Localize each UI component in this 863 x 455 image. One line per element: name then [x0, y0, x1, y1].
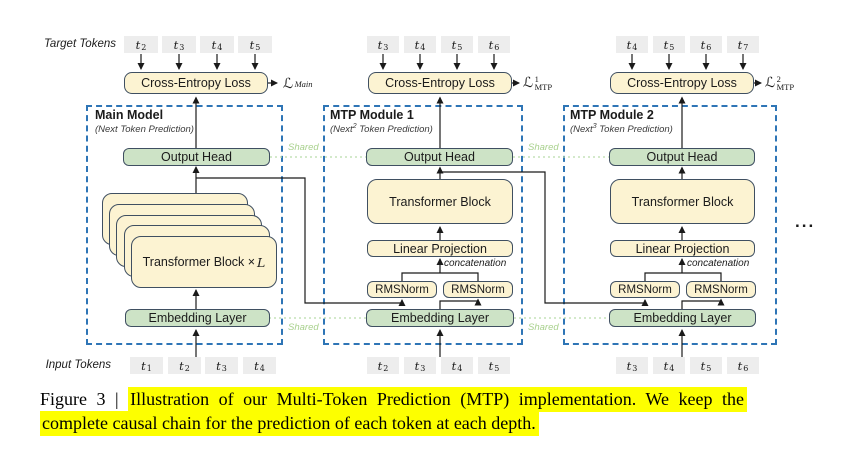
linear-projection-mtp1: Linear Projection — [367, 240, 513, 257]
main-model-title: Main Model — [95, 108, 164, 122]
cross-entropy-box-mtp2: Cross-Entropy Loss — [610, 72, 754, 94]
caption-prefix: Figure 3 | — [40, 389, 129, 409]
target-tokens-label: Target Tokens — [43, 38, 116, 50]
embedding-layer-mtp2: Embedding Layer — [609, 309, 756, 327]
mtp-module-2-border — [563, 105, 777, 345]
shared-label: Shared — [528, 322, 559, 333]
mtp-module-1-border — [323, 105, 523, 345]
concatenation-label-mtp2: concatenation — [687, 258, 750, 269]
output-head-main: Output Head — [123, 148, 270, 166]
main-model-border — [86, 105, 283, 345]
caption-highlight: complete causal chain for the prediction… — [40, 411, 539, 436]
concatenation-label-mtp1: concatenation — [444, 258, 507, 269]
caption-highlight: Illustration of our Multi-Token Predicti… — [128, 387, 747, 412]
cross-entropy-box-main: Cross-Entropy Loss — [124, 72, 268, 94]
mtp-module-2-subtitle: (Next3 Token Prediction) — [570, 123, 673, 136]
transformer-block-xl: Transformer Block ×L — [131, 236, 277, 288]
input-tokens-label: Input Tokens — [45, 359, 111, 371]
embedding-layer-mtp1: Embedding Layer — [366, 309, 514, 327]
shared-label: Shared — [288, 142, 319, 153]
rmsnorm-right-mtp1: RMSNorm — [443, 281, 513, 298]
black-arrows — [137, 54, 762, 357]
embedding-layer-main: Embedding Layer — [125, 309, 270, 327]
more-modules-ellipsis: ... — [795, 212, 816, 231]
shared-label: Shared — [528, 142, 559, 153]
figure-caption-line1: Figure 3 | Illustration of our Multi-Tok… — [40, 387, 747, 412]
output-head-mtp2: Output Head — [609, 148, 755, 166]
main-model-subtitle: (Next Token Prediction) — [95, 124, 194, 136]
transformer-block-mtp2: Transformer Block — [610, 179, 755, 224]
cross-entropy-box-mtp1: Cross-Entropy Loss — [368, 72, 512, 94]
rmsnorm-left-mtp2: RMSNorm — [610, 281, 680, 298]
transformer-block-mtp1: Transformer Block — [367, 179, 513, 224]
mtp-module-1-subtitle: (Next2 Token Prediction) — [330, 123, 433, 136]
rmsnorm-right-mtp2: RMSNorm — [686, 281, 756, 298]
loss-label-main: ℒ Main — [283, 76, 313, 92]
output-head-mtp1: Output Head — [366, 148, 513, 166]
shared-dotted-lines — [269, 156, 609, 319]
mtp-module-1-title: MTP Module 1 — [330, 108, 414, 122]
rmsnorm-left-mtp1: RMSNorm — [367, 281, 437, 298]
mtp-module-2-title: MTP Module 2 — [570, 108, 654, 122]
shared-label: Shared — [288, 322, 319, 333]
linear-projection-mtp2: Linear Projection — [610, 240, 755, 257]
figure-caption-line2: complete causal chain for the prediction… — [40, 411, 539, 436]
